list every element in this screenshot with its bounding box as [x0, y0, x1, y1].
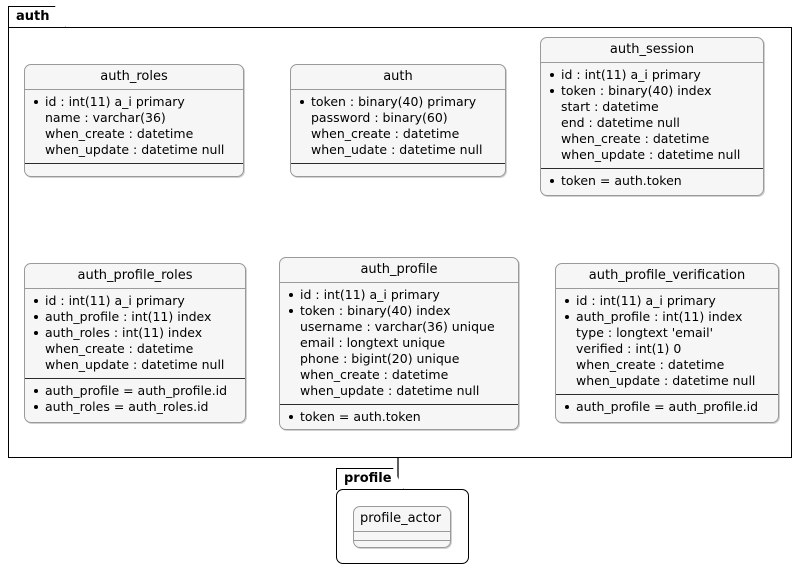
entity-separator — [25, 163, 243, 164]
attribute-row: when_udate : datetime null — [311, 142, 483, 157]
entity-title-auth: auth — [383, 69, 413, 84]
entity-relations-auth_profile_roles: auth_profile = auth_profile.id auth_role… — [25, 379, 245, 420]
entity-separator — [280, 282, 518, 283]
attribute-row: verified : int(1) 0 — [576, 341, 682, 356]
entity-auth_profile_roles[interactable]: auth_profile_roles id : int(11) a_i prim… — [24, 263, 246, 423]
entity-separator — [541, 168, 763, 169]
entity-separator — [354, 531, 450, 532]
relation-row: auth_roles = auth_roles.id — [32, 399, 238, 415]
entity-separator — [291, 89, 505, 90]
entity-auth_roles[interactable]: auth_roles id : int(11) a_i primary name… — [24, 64, 244, 177]
attribute-row: when_update : datetime null — [576, 373, 756, 388]
entity-title-auth_roles: auth_roles — [100, 69, 168, 84]
relation-row: token = auth.token — [287, 409, 511, 425]
entity-title-auth_profile: auth_profile — [360, 262, 438, 277]
entity-separator — [25, 89, 243, 90]
entity-profile_actor[interactable]: profile_actor — [353, 506, 451, 548]
attribute-row: token : binary(40) index — [548, 83, 756, 99]
relation-row: auth_profile = auth_profile.id — [563, 399, 771, 415]
entity-separator — [291, 163, 505, 164]
attribute-row: phone : bigint(20) unique — [300, 351, 460, 366]
entity-separator — [541, 62, 763, 63]
entity-title-auth_session: auth_session — [609, 42, 695, 57]
attribute-row: when_create : datetime — [561, 131, 710, 146]
attribute-row: when_create : datetime — [311, 126, 460, 141]
relation-row: auth_profile = auth_profile.id — [32, 383, 238, 399]
entity-attributes-auth_profile_verification: id : int(11) a_i primary auth_profile : … — [556, 289, 778, 394]
entity-separator — [25, 378, 245, 379]
entity-auth_profile[interactable]: auth_profile id : int(11) a_i primary to… — [279, 257, 519, 430]
attribute-row: username : varchar(36) unique — [300, 319, 495, 334]
entity-attributes-auth: token : binary(40) primary password : bi… — [291, 90, 505, 163]
entity-attributes-profile_actor — [354, 532, 450, 540]
attribute-row: token : binary(40) index — [287, 303, 511, 319]
entity-relations-profile_actor — [354, 541, 450, 547]
attribute-row: when_create : datetime — [45, 341, 194, 356]
attribute-row: auth_roles : int(11) index — [32, 325, 238, 341]
attribute-row: when_update : datetime null — [45, 142, 225, 157]
entity-relations-auth_session: token = auth.token — [541, 169, 763, 194]
entity-title-auth_profile_verification: auth_profile_verification — [588, 268, 746, 283]
attribute-row: id : int(11) a_i primary — [548, 67, 756, 83]
entity-auth_session[interactable]: auth_session id : int(11) a_i primary to… — [540, 37, 764, 196]
attribute-row: id : int(11) a_i primary — [32, 293, 238, 309]
entity-attributes-auth_session: id : int(11) a_i primary token : binary(… — [541, 63, 763, 168]
attribute-row: when_create : datetime — [45, 126, 194, 141]
entity-attributes-auth_roles: id : int(11) a_i primary name : varchar(… — [25, 90, 243, 163]
attribute-row: when_update : datetime null — [300, 383, 480, 398]
entity-separator — [25, 288, 245, 289]
attribute-row: auth_profile : int(11) index — [32, 309, 238, 325]
profile-package-label: profile — [336, 468, 404, 490]
entity-separator — [280, 404, 518, 405]
entity-title-auth_profile_roles: auth_profile_roles — [77, 268, 193, 283]
attribute-row: when_update : datetime null — [561, 147, 741, 162]
entity-separator — [556, 394, 778, 395]
attribute-row: when_update : datetime null — [45, 357, 225, 372]
attribute-row: auth_profile : int(11) index — [563, 309, 771, 325]
attribute-row: email : longtext unique — [300, 335, 446, 350]
entity-relations-auth_profile: token = auth.token — [280, 405, 518, 429]
entity-attributes-auth_profile: id : int(11) a_i primary token : binary(… — [280, 283, 518, 404]
attribute-row: start : datetime — [561, 99, 659, 114]
attribute-row: id : int(11) a_i primary — [563, 293, 771, 309]
attribute-row: id : int(11) a_i primary — [287, 287, 511, 303]
entity-separator — [354, 540, 450, 541]
entity-attributes-auth_profile_roles: id : int(11) a_i primary auth_profile : … — [25, 289, 245, 378]
attribute-row: when_create : datetime — [300, 367, 449, 382]
entity-title-profile_actor: profile_actor — [360, 511, 442, 526]
entity-relations-auth_profile_verification: auth_profile = auth_profile.id — [556, 395, 778, 420]
entity-auth[interactable]: auth token : binary(40) primary password… — [290, 64, 506, 177]
attribute-row: token : binary(40) primary — [298, 94, 498, 110]
attribute-row: type : longtext 'email' — [576, 325, 714, 340]
attribute-row: end : datetime null — [561, 115, 680, 130]
entity-separator — [556, 288, 778, 289]
attribute-row: name : varchar(36) — [45, 110, 166, 125]
entity-relations-auth_roles — [25, 164, 243, 173]
entity-auth_profile_verification[interactable]: auth_profile_verification id : int(11) a… — [555, 263, 779, 423]
auth-package-label: auth — [8, 6, 66, 28]
relation-row: token = auth.token — [548, 173, 756, 189]
attribute-row: password : binary(60) — [311, 110, 448, 125]
attribute-row: when_create : datetime — [576, 357, 725, 372]
attribute-row: id : int(11) a_i primary — [32, 94, 236, 110]
entity-relations-auth — [291, 164, 505, 173]
